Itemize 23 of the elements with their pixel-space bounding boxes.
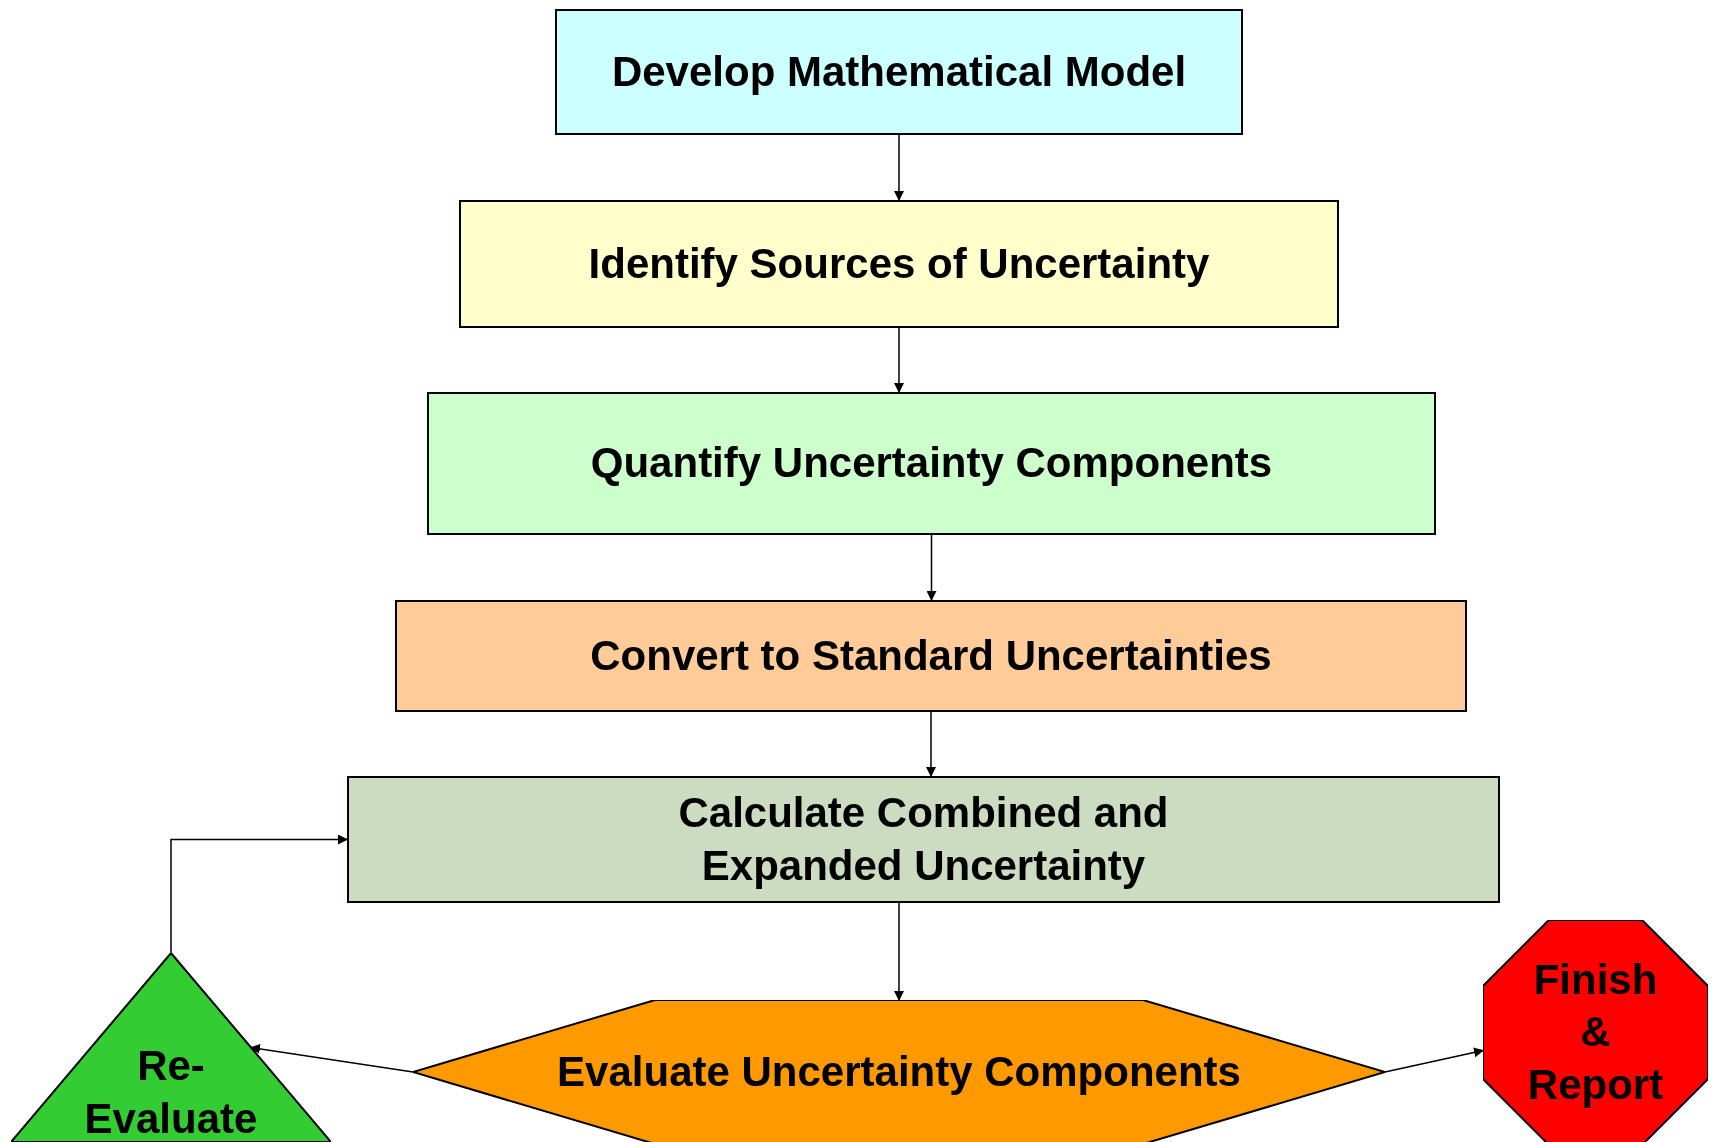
arrow (894, 327, 904, 393)
node-text: Identify Sources of Uncertainty (588, 238, 1210, 289)
node-text: Re- Evaluate (83, 1041, 259, 1142)
process-box (555, 9, 1243, 135)
process-box (459, 200, 1339, 328)
node-text: Convert to Standard Uncertainties (590, 630, 1272, 681)
node-text: Develop Mathematical Model (611, 46, 1187, 97)
arrow (1384, 1047, 1484, 1073)
triangle-shape (11, 953, 331, 1142)
stop-octagon (1483, 920, 1708, 1142)
process-box (427, 392, 1436, 535)
arrow (894, 134, 904, 201)
arrow (170, 834, 348, 954)
node-text: Finish & Report (1526, 954, 1665, 1110)
arrow (926, 711, 936, 777)
process-box (395, 600, 1467, 712)
process-box (347, 776, 1500, 903)
node-text: Calculate Combined and Expanded Uncertainty (677, 788, 1170, 891)
decision-hexagon (413, 1000, 1385, 1142)
node-text: Quantify Uncertainty Components (590, 438, 1273, 489)
arrow (926, 534, 937, 601)
arrow (894, 902, 904, 1001)
node-text: Evaluate Uncertainty Components (557, 1046, 1241, 1097)
